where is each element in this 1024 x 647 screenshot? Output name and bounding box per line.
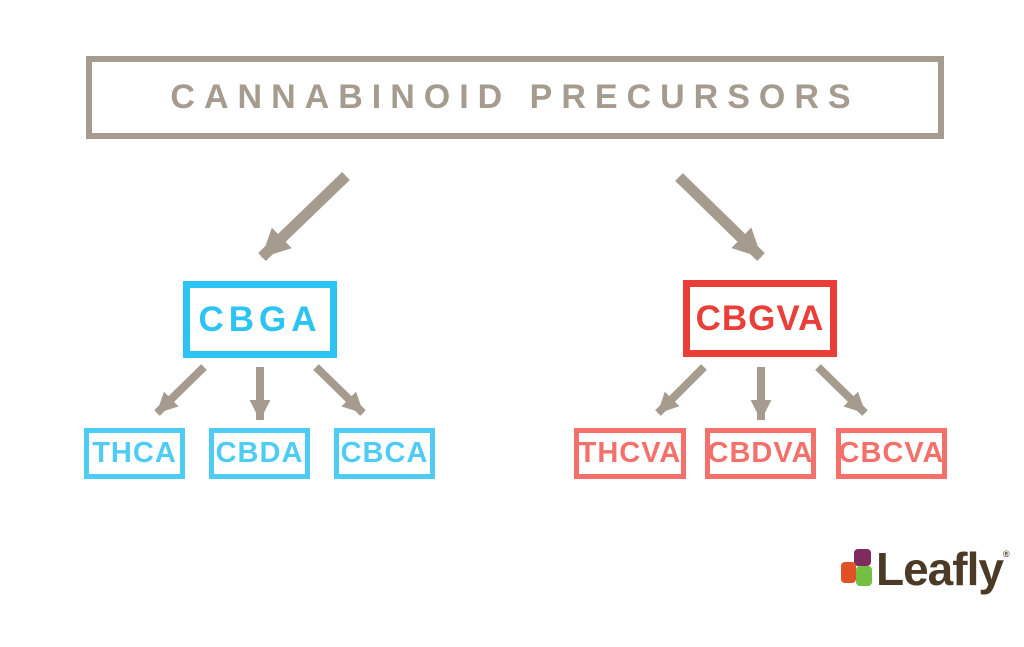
node-cbcva: CBCVA bbox=[836, 428, 947, 479]
arrow-cbgva-to-cbcva bbox=[815, 364, 868, 416]
node-cbdva: CBDVA bbox=[705, 428, 816, 479]
leafly-orange-tile-icon bbox=[841, 562, 856, 583]
node-thcva: THCVA bbox=[574, 428, 686, 479]
node-thca: THCA bbox=[84, 428, 185, 479]
node-cbcva-label: CBCVA bbox=[838, 437, 945, 469]
node-cbca-label: CBCA bbox=[340, 437, 429, 469]
leafly-green-tile-icon bbox=[856, 566, 872, 586]
node-cbgva-label: CBGVA bbox=[695, 298, 825, 338]
registered-trademark-symbol: ® bbox=[1002, 549, 1010, 559]
arrow-cbga-to-cbca bbox=[313, 364, 366, 416]
title-box: CANNABINOID PRECURSORS bbox=[86, 56, 944, 139]
node-cbca: CBCA bbox=[334, 428, 435, 479]
node-cbda: CBDA bbox=[209, 428, 310, 479]
arrow-cbgva-to-thcva bbox=[655, 364, 707, 416]
title-label: CANNABINOID PRECURSORS bbox=[170, 78, 860, 116]
node-cbga: CBGA bbox=[183, 281, 337, 358]
arrow-title-to-cbgva bbox=[675, 173, 765, 261]
leafly-purple-tile-icon bbox=[854, 549, 871, 566]
node-cbga-label: CBGA bbox=[198, 299, 322, 339]
leafly-logo: Leafly® bbox=[840, 543, 1010, 609]
leafly-wordmark-text: Leafly bbox=[876, 543, 1004, 595]
node-thcva-label: THCVA bbox=[578, 437, 682, 469]
node-cbdva-label: CBDVA bbox=[707, 437, 814, 469]
arrow-title-to-cbga bbox=[258, 172, 350, 261]
arrow-cbga-to-thca bbox=[154, 364, 207, 416]
node-thca-label: THCA bbox=[92, 437, 177, 469]
leafly-wordmark: Leafly® bbox=[876, 542, 1010, 596]
node-cbgva: CBGVA bbox=[683, 280, 837, 357]
node-cbda-label: CBDA bbox=[215, 437, 304, 469]
